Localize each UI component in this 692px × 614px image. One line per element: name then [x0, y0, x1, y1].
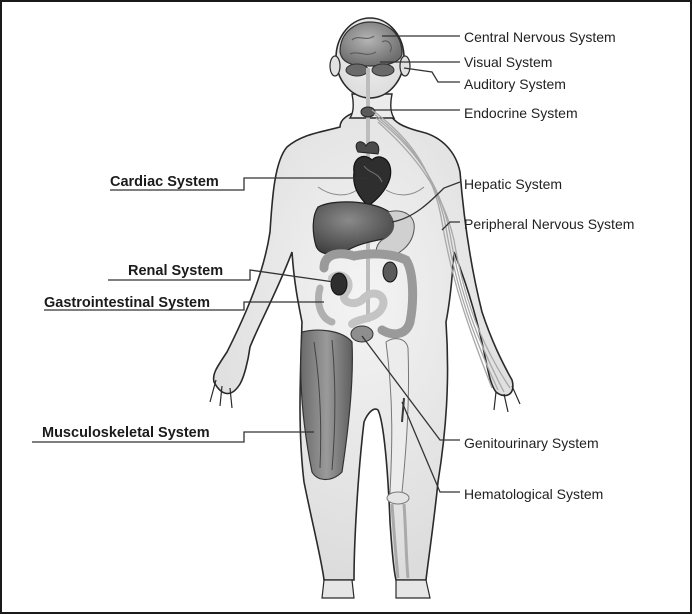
kidney-left [330, 272, 348, 296]
label-gastrointestinal-system: Gastrointestinal System [44, 295, 210, 311]
intestines [315, 249, 418, 339]
label-genitourinary-system: Genitourinary System [464, 435, 599, 451]
label-musculoskeletal-system: Musculoskeletal System [42, 425, 210, 441]
heart [353, 141, 392, 207]
label-hematological-system: Hematological System [464, 486, 604, 502]
thigh-muscles [300, 329, 353, 481]
peripheral-nerves [371, 109, 511, 393]
label-endocrine-system: Endocrine System [464, 105, 578, 121]
label-visual-system: Visual System [464, 54, 553, 70]
eye-left [345, 63, 369, 77]
label-renal-system: Renal System [128, 263, 224, 279]
label-cardiac-system: Cardiac System [110, 174, 219, 190]
leader-lines [32, 35, 461, 493]
label-hepatic-system: Hepatic System [464, 176, 563, 192]
kidney-right [382, 261, 398, 283]
label-auditory-system: Auditory System [464, 76, 566, 92]
thyroid [360, 106, 376, 118]
brain [339, 21, 403, 67]
bladder [350, 325, 374, 343]
eye-right [371, 63, 395, 77]
label-peripheral-nervous-system: Peripheral Nervous System [464, 216, 635, 232]
blood-vessel [401, 397, 405, 423]
label-central-nervous-system: Central Nervous System [464, 29, 616, 45]
liver [312, 201, 403, 255]
leg-bones [385, 338, 410, 579]
